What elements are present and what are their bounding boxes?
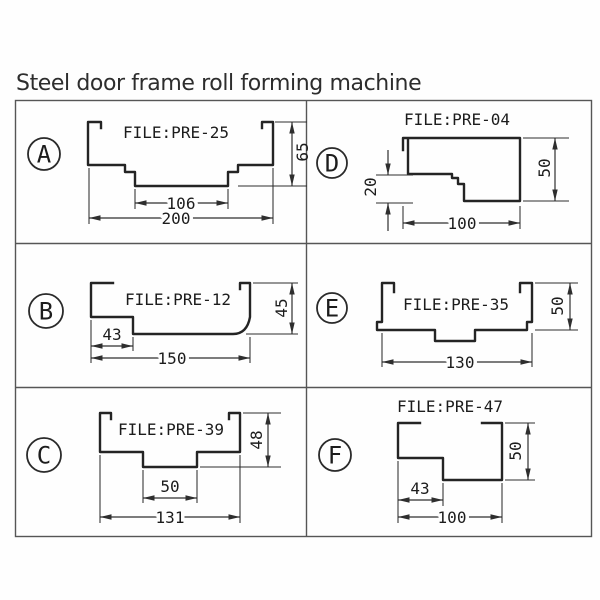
panel-label: D bbox=[325, 150, 339, 178]
panel-label: C bbox=[37, 442, 51, 470]
dim-height: 50 bbox=[535, 282, 578, 331]
table-border bbox=[14, 99, 593, 538]
dim-overall-width: 100 bbox=[402, 206, 521, 236]
dimension-value: 50 bbox=[535, 158, 554, 177]
dim-recess-width: 50 bbox=[142, 470, 198, 503]
dimension-value: 106 bbox=[167, 194, 196, 213]
panel-b: B FILE:PRE-12 43 150 45 bbox=[28, 281, 298, 371]
dim-overall-width: 200 bbox=[88, 168, 274, 231]
dimension-value: 100 bbox=[438, 508, 467, 527]
dimension-value: 45 bbox=[272, 298, 291, 317]
panel-label-circle bbox=[316, 147, 348, 179]
dimension-value: 43 bbox=[410, 479, 429, 498]
dim-flange: 43 bbox=[398, 479, 444, 506]
file-label: FILE:PRE-25 bbox=[123, 123, 229, 142]
file-label: FILE:PRE-12 bbox=[125, 290, 231, 309]
dimension-value: 100 bbox=[448, 214, 477, 233]
dimension-value: 50 bbox=[506, 441, 525, 460]
dimension-value: 130 bbox=[446, 353, 475, 372]
panel-label-circle bbox=[316, 292, 348, 324]
profile-outline bbox=[86, 120, 275, 188]
dimension-value: 131 bbox=[156, 508, 185, 527]
dimension-value: 150 bbox=[158, 349, 187, 368]
dim-overall-width: 131 bbox=[99, 455, 241, 530]
panel-label-circle bbox=[27, 137, 61, 171]
dim-overall-width: 150 bbox=[90, 320, 251, 371]
dimension-value: 20 bbox=[361, 177, 380, 196]
file-label: FILE:PRE-04 bbox=[404, 110, 510, 129]
page-title: Steel door frame roll forming machine bbox=[16, 71, 421, 96]
file-label: FILE:PRE-35 bbox=[403, 295, 509, 314]
panel-label-circle bbox=[26, 437, 62, 473]
dim-flange: 43 bbox=[91, 325, 134, 351]
panel-a: A FILE:PRE-25 65 106 200 bbox=[27, 120, 312, 231]
dimension-value: 48 bbox=[247, 430, 266, 449]
dimension-value: 200 bbox=[162, 209, 191, 228]
dimension-value: 50 bbox=[548, 296, 567, 315]
panel-label: E bbox=[325, 295, 339, 323]
panel-label-circle bbox=[28, 293, 64, 329]
profile-outline bbox=[396, 421, 504, 482]
dimension-value: 43 bbox=[102, 325, 121, 344]
panel-label: A bbox=[37, 141, 52, 169]
dim-height: 48 bbox=[200, 412, 281, 468]
dim-overall-width: 100 bbox=[397, 461, 503, 530]
panel-e: E FILE:PRE-35 50 130 bbox=[316, 281, 578, 375]
panel-label: B bbox=[39, 298, 53, 326]
file-label: FILE:PRE-39 bbox=[118, 420, 224, 439]
dim-overall-width: 130 bbox=[381, 333, 533, 375]
panel-c: C FILE:PRE-39 48 50 131 bbox=[26, 411, 281, 530]
panel-f: F FILE:PRE-47 50 43 100 bbox=[318, 397, 535, 530]
profile-outline bbox=[98, 411, 242, 469]
profile-outline bbox=[89, 281, 252, 336]
panel-label-circle bbox=[318, 438, 352, 472]
dim-height: 50 bbox=[523, 137, 569, 202]
dim-height: 50 bbox=[505, 422, 535, 481]
dimension-value: 65 bbox=[293, 142, 312, 161]
dim-height: 65 bbox=[238, 121, 312, 187]
panel-d: D FILE:PRE-04 20 50 100 bbox=[316, 110, 569, 236]
profile-outline bbox=[401, 136, 522, 203]
file-label: FILE:PRE-47 bbox=[397, 397, 503, 416]
table-grid bbox=[14, 99, 593, 538]
profile-outline bbox=[375, 281, 534, 343]
dim-height: 45 bbox=[246, 282, 298, 335]
dimension-value: 50 bbox=[160, 477, 179, 496]
dim-bottom-width: 106 bbox=[134, 189, 229, 216]
dim-web: 20 bbox=[361, 150, 413, 231]
panel-label: F bbox=[328, 442, 342, 470]
